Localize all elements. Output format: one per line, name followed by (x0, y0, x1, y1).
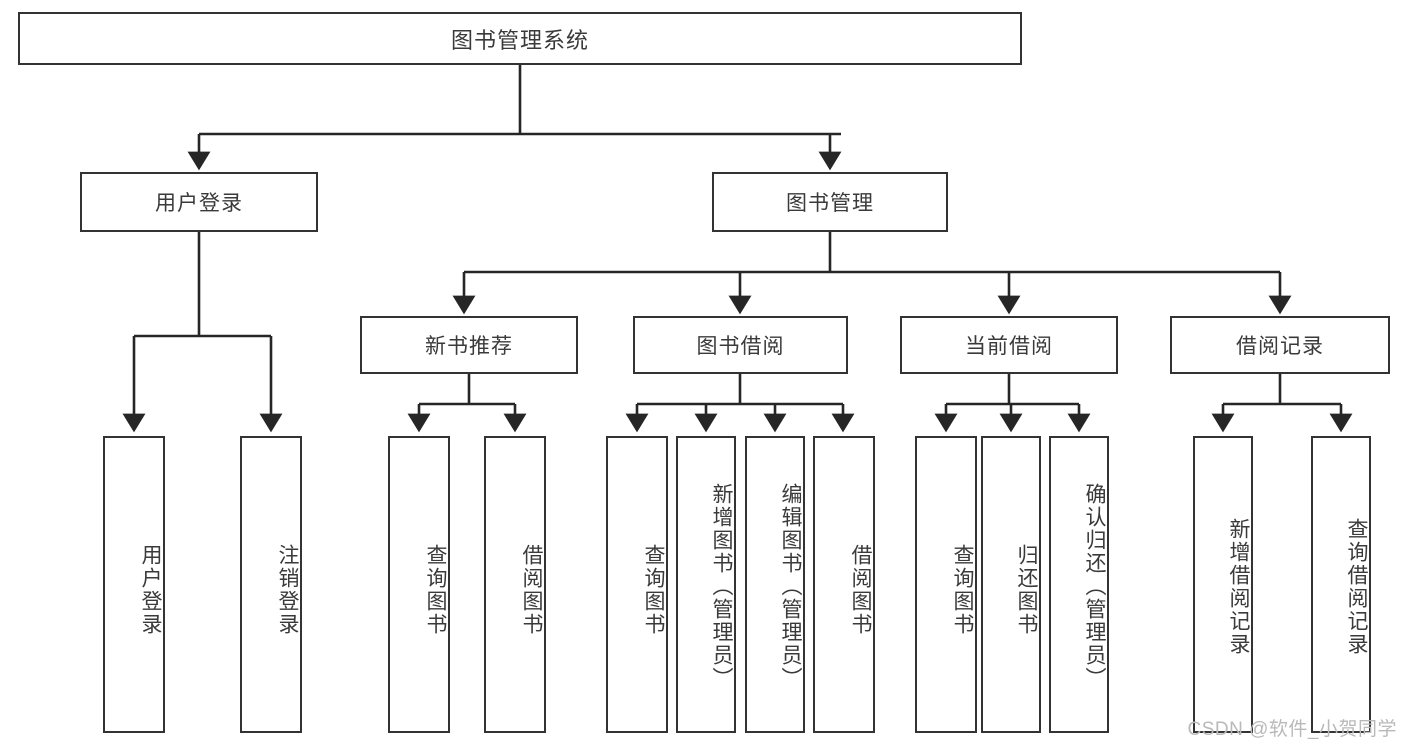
leaf-logout[interactable]: 注销登录 (240, 436, 302, 733)
node-borrow-records[interactable]: 借阅记录 (1170, 316, 1390, 374)
leaf-add-book-admin[interactable]: 新增图书（管理员） (676, 436, 736, 733)
leaf-confirm-return-admin[interactable]: 确认归还（管理员） (1049, 436, 1109, 733)
leaf-query-borrow-record[interactable]: 查询借阅记录 (1311, 436, 1371, 733)
leaf-return-book[interactable]: 归还图书 (981, 436, 1041, 733)
leaf-borrow-book[interactable]: 借阅图书 (813, 436, 875, 733)
node-book-management[interactable]: 图书管理 (712, 172, 948, 232)
node-new-book-recommend[interactable]: 新书推荐 (360, 316, 578, 374)
node-current-borrow[interactable]: 当前借阅 (900, 316, 1118, 374)
node-root-system[interactable]: 图书管理系统 (18, 12, 1022, 65)
leaf-add-borrow-record[interactable]: 新增借阅记录 (1193, 436, 1253, 733)
node-book-borrow[interactable]: 图书借阅 (633, 316, 848, 374)
leaf-query-book-recommend[interactable]: 查询图书 (388, 436, 450, 733)
leaf-user-login[interactable]: 用户登录 (103, 436, 165, 733)
leaf-query-book-current[interactable]: 查询图书 (915, 436, 977, 733)
leaf-edit-book-admin[interactable]: 编辑图书（管理员） (745, 436, 805, 733)
leaf-borrow-book-recommend[interactable]: 借阅图书 (484, 436, 546, 733)
node-user-login[interactable]: 用户登录 (80, 172, 318, 232)
leaf-query-book-borrow[interactable]: 查询图书 (606, 436, 668, 733)
